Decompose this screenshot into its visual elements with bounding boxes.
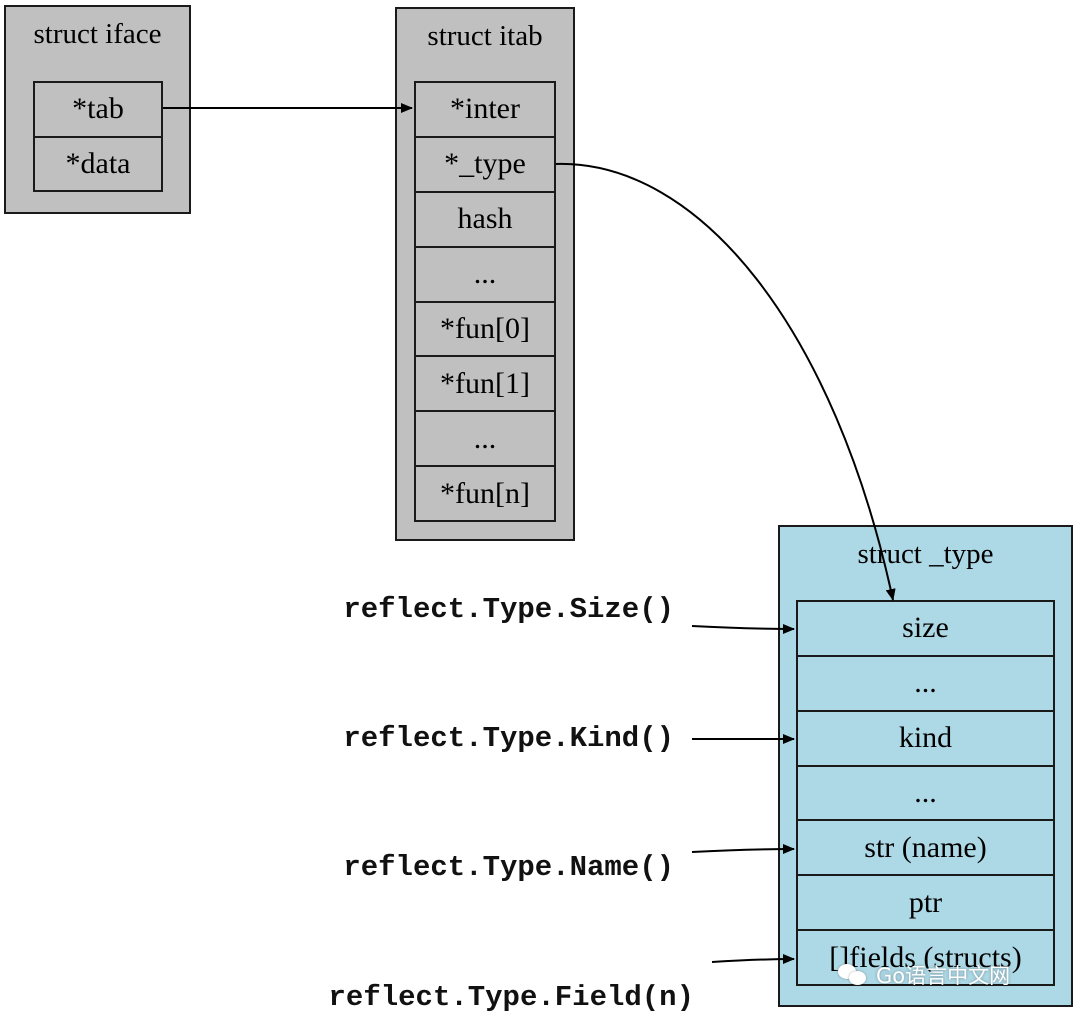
type-record: size ... kind ... str (name) ptr []field… <box>796 600 1055 986</box>
itab-title: struct itab <box>427 20 543 52</box>
itab-field-fun0: *fun[0] <box>416 303 554 358</box>
edge-name-method <box>691 844 795 855</box>
itab-field-ellipsis-1: ... <box>416 248 554 303</box>
type-field-fields: []fields (structs) <box>829 940 1022 974</box>
type-field-str: str (name) <box>798 821 1053 877</box>
type-field-size: size <box>798 602 1053 657</box>
type-field-kind: kind <box>798 712 1053 767</box>
edge-field-method <box>711 954 795 965</box>
edge-size-method <box>691 623 795 634</box>
itab-field-funn: *fun[n] <box>440 476 530 510</box>
itab-field-inter: *inter <box>416 83 554 138</box>
itab-field-type: *_type <box>416 138 554 193</box>
type-field-ellipsis-1: ... <box>798 657 1053 712</box>
itab-field-hash: hash <box>416 193 554 248</box>
type-field-ptr: ptr <box>798 876 1053 932</box>
type-field-ellipsis-2: ... <box>798 767 1053 822</box>
wechat-icon <box>838 962 868 988</box>
iface-record: *tab *data <box>33 81 163 192</box>
iface-field-data: *data <box>65 146 131 180</box>
method-label-kind: reflect.Type.Kind() <box>343 722 674 755</box>
edge-type-to-size <box>555 162 896 601</box>
watermark-text: Go语言中文网 <box>876 964 1011 988</box>
itab-field-ellipsis-2: ... <box>416 412 554 468</box>
method-label-field: reflect.Type.Field(n) <box>328 981 694 1014</box>
method-label-size: reflect.Type.Size() <box>343 593 674 626</box>
itab-field-fun1: *fun[1] <box>416 357 554 413</box>
itab-record: *inter *_type hash ... *fun[0] *fun[1] .… <box>414 81 556 522</box>
watermark: Go语言中文网 <box>838 960 1010 990</box>
iface-title: struct iface <box>33 18 162 50</box>
iface-field-tab: *tab <box>35 83 161 138</box>
method-label-name: reflect.Type.Name() <box>343 851 674 884</box>
